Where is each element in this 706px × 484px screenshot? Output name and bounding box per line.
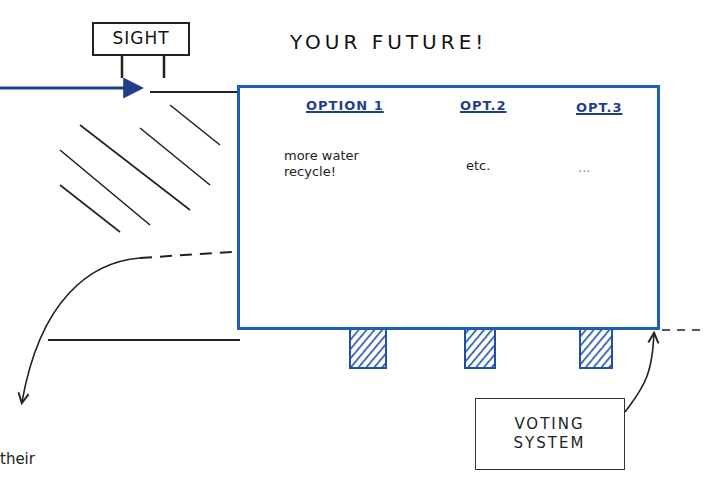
option-note: etc. [466, 158, 526, 174]
wall-hatching [60, 105, 220, 232]
option-note: more water recycle! [284, 148, 376, 181]
entry-arrow [0, 87, 140, 90]
voting-box: VOTING SYSTEM [475, 398, 625, 470]
page-title: YOUR FUTURE! [290, 30, 550, 54]
option-heading: OPT.2 [460, 98, 540, 114]
wall-block [48, 92, 240, 340]
sign-post [121, 56, 124, 78]
option-panel: OPTION 1 more water recycle! OPT.2 etc. OPT.… [237, 85, 660, 330]
option-heading: OPTION 1 [306, 98, 406, 114]
flow-arrow [22, 258, 140, 402]
note-label: their [0, 450, 70, 468]
pointer-arrow [625, 334, 654, 412]
option-heading: OPT.3 [576, 100, 652, 116]
dashed-line [662, 329, 706, 331]
sign-post [163, 56, 166, 78]
voting-text: VOTING SYSTEM [476, 399, 623, 468]
sign-box: SIGHT [92, 22, 190, 56]
option-note: ... [578, 160, 628, 176]
sign-text: SIGHT [94, 24, 188, 54]
